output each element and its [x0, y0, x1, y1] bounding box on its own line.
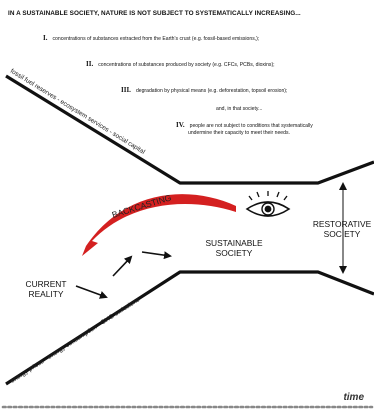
eye-icon [245, 191, 291, 217]
time-label: time [343, 392, 364, 403]
condition-4: IV. people are not subject to conditions … [176, 121, 313, 130]
condition-4-text-line1: people are not subject to conditions tha… [189, 123, 313, 129]
condition-1: I. concentrations of substances extracted… [43, 34, 260, 43]
condition-2-numeral: II. [86, 60, 94, 68]
condition-1-numeral: I. [43, 34, 48, 42]
restorative-society-line1: RESTORATIVE [312, 219, 372, 229]
condition-4-continued: undermine their capacity to meet their n… [188, 130, 290, 137]
condition-4-text-line2: undermine their capacity to meet their n… [188, 130, 290, 136]
restorative-society-line2: SOCIETY [323, 229, 361, 239]
sustainable-society-line1: SUSTAINABLE [205, 238, 263, 248]
upper-wall-label: fossil fuel reserves - ecosystem service… [9, 68, 146, 156]
current-reality-line2: REALITY [28, 289, 64, 299]
condition-3-text: degradation by physical means (e.g. defo… [135, 88, 288, 94]
sustainable-society-line2: SOCIETY [215, 248, 253, 258]
backcasting-label: BACKCASTING [111, 192, 173, 220]
lower-wall-label: energy prices - energy consumption - GHG… [9, 296, 141, 384]
funnel-lower-wall [5, 270, 374, 386]
progress-arrow-3 [141, 251, 172, 260]
condition-1-text: concentrations of substances extracted f… [52, 36, 260, 42]
current-reality-line1: CURRENT [25, 279, 67, 289]
funnel-upper-wall [5, 74, 374, 185]
condition-connector-text: and, in that society... [216, 106, 263, 112]
backcasting-arrow [82, 194, 236, 256]
sustainable-society-label: SUSTAINABLE SOCIETY [200, 238, 268, 258]
restorative-society-label: RESTORATIVE SOCIETY [304, 219, 374, 239]
current-reality-label: CURRENT REALITY [20, 279, 72, 299]
condition-3-numeral: III. [121, 86, 131, 94]
condition-3: III. degradation by physical means (e.g. … [121, 86, 288, 95]
diagram-heading: IN A SUSTAINABLE SOCIETY, NATURE IS NOT … [8, 10, 301, 17]
progress-arrow-2 [112, 255, 133, 277]
condition-4-numeral: IV. [176, 121, 185, 129]
condition-2-text: concentrations of substances produced by… [98, 62, 275, 68]
condition-connector: and, in that society... [216, 106, 262, 113]
progress-arrow-1 [75, 285, 108, 299]
condition-2: II. concentrations of substances produced… [86, 60, 275, 69]
